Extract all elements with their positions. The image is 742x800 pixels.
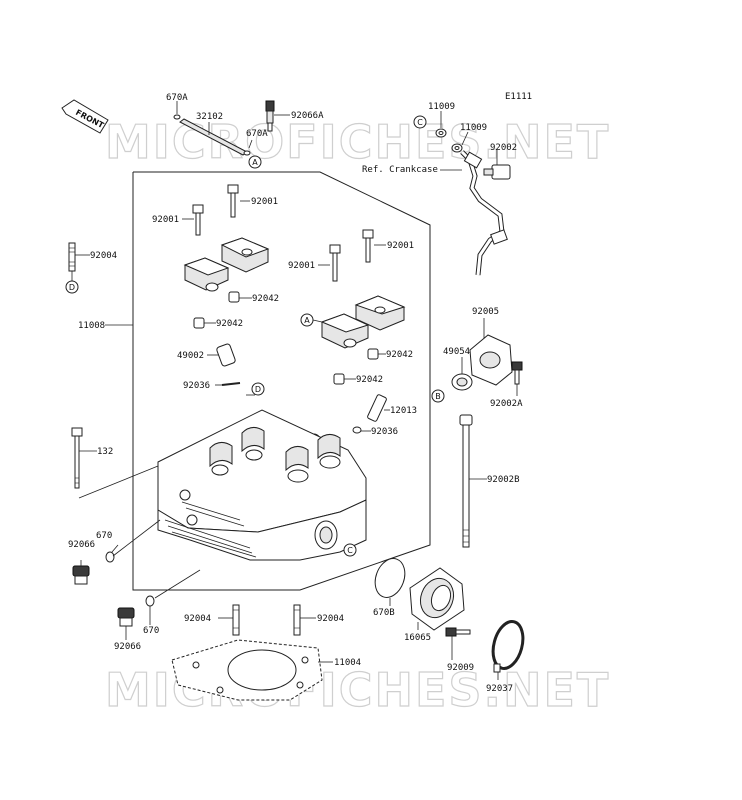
label-92004-mid-a: 92004 bbox=[184, 614, 211, 624]
part-670A-ring-mid bbox=[243, 150, 251, 156]
label-92037: 92037 bbox=[486, 684, 513, 694]
label-16065: 16065 bbox=[404, 633, 431, 643]
callout-A-mid: A bbox=[300, 313, 314, 327]
diagram-code: E1111 bbox=[505, 92, 532, 102]
part-cam-cap-right-a bbox=[320, 313, 370, 349]
part-92009-screw bbox=[445, 627, 471, 637]
label-670-a: 670 bbox=[96, 531, 112, 541]
svg-text:C: C bbox=[417, 118, 423, 127]
svg-text:D: D bbox=[255, 385, 261, 394]
label-49002: 49002 bbox=[177, 351, 204, 361]
part-670A-ring-top bbox=[173, 114, 181, 120]
label-92042-a: 92042 bbox=[252, 294, 279, 304]
part-92036-ring-b bbox=[352, 426, 362, 434]
callout-D-center: D bbox=[251, 382, 265, 396]
label-11008: 11008 bbox=[78, 321, 105, 331]
label-670A-top: 670A bbox=[166, 93, 188, 103]
part-49054-thermostat bbox=[451, 373, 473, 391]
part-49002-guide bbox=[216, 343, 236, 367]
svg-text:A: A bbox=[252, 158, 258, 167]
label-92066-a: 92066 bbox=[68, 540, 95, 550]
part-92036-clip-a bbox=[221, 382, 241, 386]
part-92005-housing bbox=[469, 334, 513, 386]
part-11004-gasket bbox=[171, 639, 323, 701]
part-11008-cylinder-head bbox=[157, 409, 367, 561]
label-92005: 92005 bbox=[472, 307, 499, 317]
part-132-bolt bbox=[71, 427, 83, 489]
label-670B: 670B bbox=[373, 608, 395, 618]
label-92042-b: 92042 bbox=[216, 319, 243, 329]
part-92042-dowel-d bbox=[333, 373, 345, 385]
label-32102: 32102 bbox=[196, 112, 223, 122]
part-92001-bolt-a bbox=[192, 204, 204, 236]
part-oil-pipe bbox=[460, 150, 508, 276]
part-92042-dowel-c bbox=[367, 348, 379, 360]
label-92066A: 92066A bbox=[291, 111, 324, 121]
svg-text:A: A bbox=[304, 316, 310, 325]
ref-crankcase-label: Ref. Crankcase bbox=[362, 165, 438, 175]
part-cam-cap-right-b bbox=[354, 295, 406, 331]
label-92001-d: 92001 bbox=[387, 241, 414, 251]
part-92001-bolt-b bbox=[227, 184, 239, 218]
callout-A-top: A bbox=[248, 155, 262, 169]
part-92004-stud-mid-b bbox=[293, 604, 301, 636]
part-12013-guide bbox=[367, 394, 387, 422]
label-92004-mid-b: 92004 bbox=[317, 614, 344, 624]
part-92066-plug-b bbox=[117, 607, 135, 627]
label-49054: 49054 bbox=[443, 347, 470, 357]
callout-B-right: B bbox=[431, 389, 445, 403]
label-92002B: 92002B bbox=[487, 475, 520, 485]
watermark-top: MICROFICHES.NET bbox=[105, 115, 610, 169]
callout-C-top: C bbox=[413, 115, 427, 129]
part-92002B-long-bolt bbox=[459, 414, 473, 548]
label-92001-c: 92001 bbox=[288, 261, 315, 271]
part-92066A-plug bbox=[265, 100, 275, 132]
label-12013: 12013 bbox=[390, 406, 417, 416]
label-92002A: 92002A bbox=[490, 399, 523, 409]
label-132: 132 bbox=[97, 447, 113, 457]
part-16065-intake bbox=[409, 567, 465, 631]
part-92001-bolt-d bbox=[362, 229, 374, 263]
label-92009: 92009 bbox=[447, 663, 474, 673]
part-670-ring-a bbox=[105, 551, 115, 563]
part-92037-clamp bbox=[491, 620, 525, 673]
callout-C-head: C bbox=[343, 543, 357, 557]
part-670-ring-b bbox=[145, 595, 155, 607]
part-92004-stud-mid-a bbox=[232, 604, 240, 636]
part-cam-cap-left-a bbox=[183, 257, 230, 292]
label-92004-left: 92004 bbox=[90, 251, 117, 261]
callout-D-left: D bbox=[65, 280, 79, 294]
label-11009-a: 11009 bbox=[428, 102, 455, 112]
label-11009-b: 11009 bbox=[460, 123, 487, 133]
front-arrow-icon: FRONT bbox=[61, 99, 109, 134]
svg-text:B: B bbox=[435, 392, 441, 401]
part-cam-cap-left-b bbox=[220, 237, 270, 273]
part-92042-dowel-b bbox=[193, 317, 205, 329]
label-92042-c: 92042 bbox=[386, 350, 413, 360]
label-92002-top: 92002 bbox=[490, 143, 517, 153]
part-92002A-bolt bbox=[511, 361, 523, 385]
assembly-frame bbox=[132, 171, 431, 591]
label-92066-b: 92066 bbox=[114, 642, 141, 652]
label-92001-a: 92001 bbox=[152, 215, 179, 225]
svg-text:D: D bbox=[69, 283, 75, 292]
label-92036-a: 92036 bbox=[183, 381, 210, 391]
label-92042-d: 92042 bbox=[356, 375, 383, 385]
part-92066-plug-a bbox=[72, 565, 90, 585]
label-11004: 11004 bbox=[334, 658, 361, 668]
label-670-b: 670 bbox=[143, 626, 159, 636]
part-92004-stud-left bbox=[68, 242, 76, 272]
part-670B-o-ring bbox=[374, 558, 406, 598]
label-92001-b: 92001 bbox=[251, 197, 278, 207]
label-670A-mid: 670A bbox=[246, 129, 268, 139]
svg-text:C: C bbox=[347, 546, 353, 555]
label-92036-b: 92036 bbox=[371, 427, 398, 437]
part-92042-dowel-a bbox=[228, 291, 240, 303]
part-92002-banjo-bolt bbox=[483, 164, 511, 180]
part-92001-bolt-c bbox=[329, 244, 341, 282]
